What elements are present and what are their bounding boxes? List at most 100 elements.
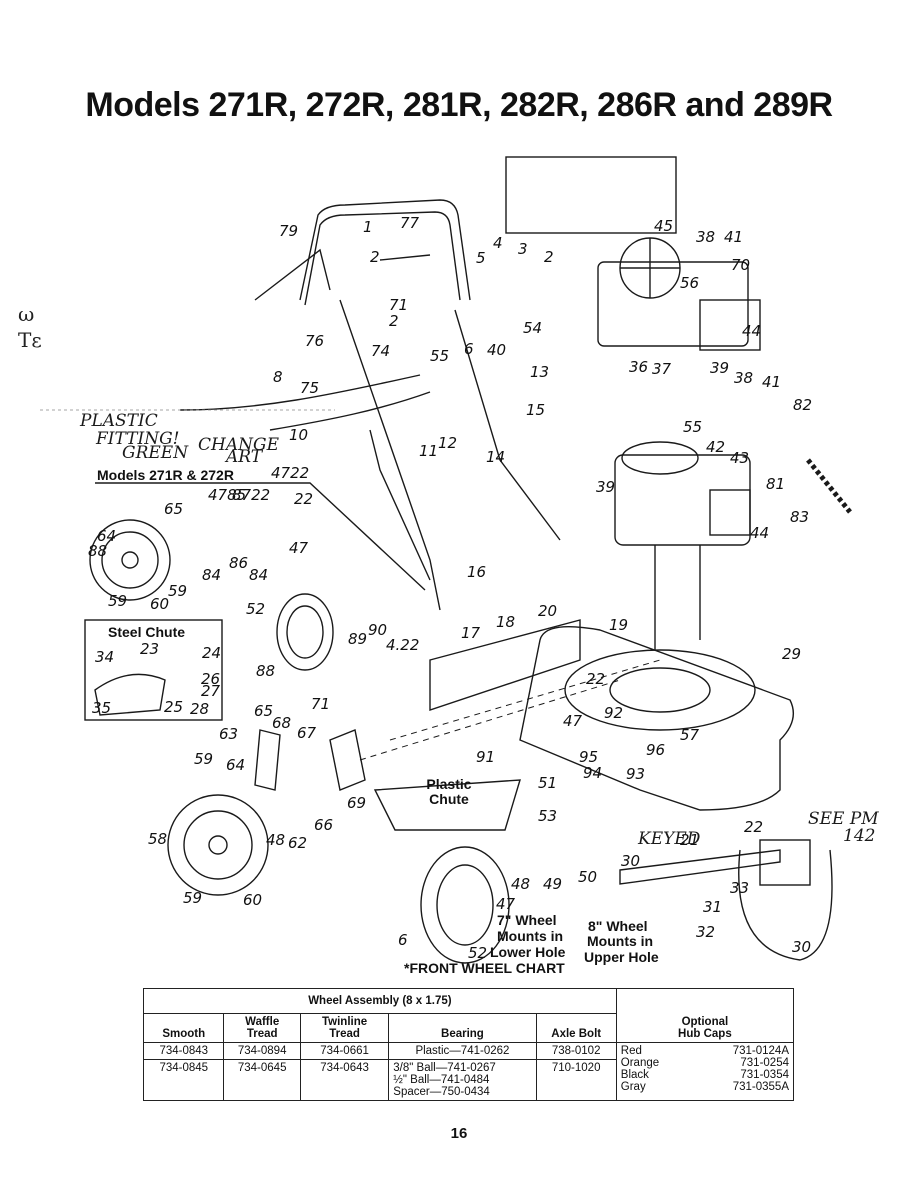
callout-label: 74	[371, 342, 390, 360]
callout-label: 88	[88, 542, 107, 560]
hub-cap-part: 731-0355A	[732, 1081, 789, 1093]
callout-label: 54	[523, 319, 542, 337]
page-number: 16	[450, 1125, 468, 1142]
callout-label: 79	[279, 222, 298, 240]
callout-label: 47	[496, 895, 516, 913]
callout-label: 59	[183, 889, 202, 907]
cell-axle-bolt: 738-0102	[535, 1042, 617, 1060]
callout-label: 43	[730, 449, 749, 467]
wheel8-hole-label: Upper Hole	[584, 949, 659, 965]
callout-label: 10	[289, 426, 308, 444]
callout-label: 39	[710, 359, 729, 377]
steel-chute-label: Steel Chute	[108, 624, 185, 640]
callout-label: 60	[243, 891, 262, 909]
callout-label: 62	[288, 834, 307, 852]
callout-label: 90	[368, 621, 387, 639]
front-wheel-chart-label: *FRONT WHEEL CHART	[404, 960, 565, 976]
callout-label: 11	[419, 442, 438, 460]
callout-label: 38	[734, 369, 753, 387]
callout-label: 16	[467, 563, 486, 581]
callout-label: 56	[680, 274, 699, 292]
callout-label: 55	[683, 418, 702, 436]
callout-label: 75	[300, 379, 319, 397]
hub-cap-item: Gray 731-0355A	[621, 1081, 789, 1093]
callout-label: 45	[654, 217, 673, 235]
callout-label: 2	[370, 248, 380, 266]
callout-label: 63	[219, 725, 238, 743]
callout-label: 64	[97, 527, 116, 545]
callout-label: 58	[148, 830, 167, 848]
callout-label: 40	[487, 341, 506, 359]
hub-cap-color: Orange	[620, 1057, 660, 1069]
handwritten-notes: PLASTIC FITTING! GREEN CHANGE ART SEE PM…	[79, 411, 879, 849]
callout-label: 4785	[208, 486, 246, 504]
callout-label: 15	[526, 401, 545, 419]
callout-label: 94	[583, 764, 602, 782]
col-header-bearing: Bearing	[388, 1013, 537, 1043]
callout-label: 18	[496, 613, 515, 631]
callout-label: 41	[762, 373, 781, 391]
col-header-smooth: Smooth	[142, 1013, 225, 1043]
callout-label: 47	[289, 539, 309, 557]
callout-label: 8	[273, 368, 283, 386]
hub-cap-color: Red	[620, 1045, 642, 1057]
margin-note-2: Tε	[18, 328, 42, 352]
callout-label: 52	[468, 944, 487, 962]
callout-label: 64	[226, 756, 245, 774]
callout-label: 38	[696, 228, 715, 246]
callout-label: 82	[793, 396, 812, 414]
page-title: Models 271R, 272R, 281R, 282R, 286R and …	[85, 86, 833, 124]
callout-label: 22	[744, 818, 763, 836]
callout-label: 44	[742, 322, 761, 340]
callout-label: 65	[254, 702, 273, 720]
callout-label: 6	[398, 931, 408, 949]
callout-label: 13	[530, 363, 549, 381]
handwritten-plastic: PLASTIC	[79, 411, 158, 431]
callout-label: 83	[790, 508, 809, 526]
callout-label: 19	[609, 616, 628, 634]
cell-smooth: 734-0845	[142, 1059, 225, 1101]
cell-smooth: 734-0843	[142, 1042, 225, 1060]
callout-label: 95	[579, 748, 598, 766]
callout-label: 8722	[232, 486, 270, 504]
handwritten-art: ART	[224, 447, 264, 467]
callout-label: 88	[256, 662, 275, 680]
callout-label: 26	[201, 670, 220, 688]
callout-label: 31	[703, 898, 722, 916]
callout-label: 12	[438, 434, 457, 452]
wheel8-mounts-label: Mounts in	[587, 933, 653, 949]
callout-label: 71	[311, 695, 330, 713]
callout-label: 77	[400, 214, 420, 232]
handwritten-see-pm: SEE PM	[808, 809, 879, 829]
cell-twinline: 734-0661	[299, 1042, 390, 1060]
cell-waffle: 734-0645	[223, 1059, 301, 1101]
callout-label: 47	[563, 712, 583, 730]
callout-label: 35	[92, 699, 111, 717]
carburetor-inset-box	[505, 156, 677, 234]
callout-label: 37	[652, 360, 672, 378]
callout-label: 49	[543, 875, 562, 893]
wheel-assembly-table: Wheel Assembly (8 x 1.75) Optional Hub C…	[142, 988, 795, 1101]
cell-bearing: Plastic—741-0262	[388, 1042, 537, 1060]
callout-label: 89	[348, 630, 367, 648]
col-header-axle-bolt: Axle Bolt	[535, 1013, 617, 1043]
callout-label: 60	[150, 595, 169, 613]
callout-label: 17	[461, 624, 481, 642]
callout-label: 30	[621, 852, 640, 870]
callout-label: 20	[538, 602, 557, 620]
callout-label: 59	[194, 750, 213, 768]
callout-label: 29	[782, 645, 801, 663]
hub-cap-item: Red 731-0124A	[621, 1045, 789, 1057]
callout-label: 70	[731, 256, 750, 274]
callout-label: 28	[190, 700, 209, 718]
callout-label: 4722	[271, 464, 309, 482]
callout-label: 52	[246, 600, 265, 618]
callout-label: 69	[347, 794, 366, 812]
callout-label: 42	[706, 438, 725, 456]
hub-caps-cell: Red 731-0124A Orange 731-0254 Black 731-…	[615, 1042, 795, 1101]
callout-label: 67	[297, 724, 317, 742]
col-header-waffle: Waffle Tread	[223, 1013, 301, 1043]
callout-label: 4.22	[386, 636, 419, 654]
plastic-chute-label: Plastic Chute	[426, 776, 472, 807]
callout-label: 30	[792, 938, 811, 956]
